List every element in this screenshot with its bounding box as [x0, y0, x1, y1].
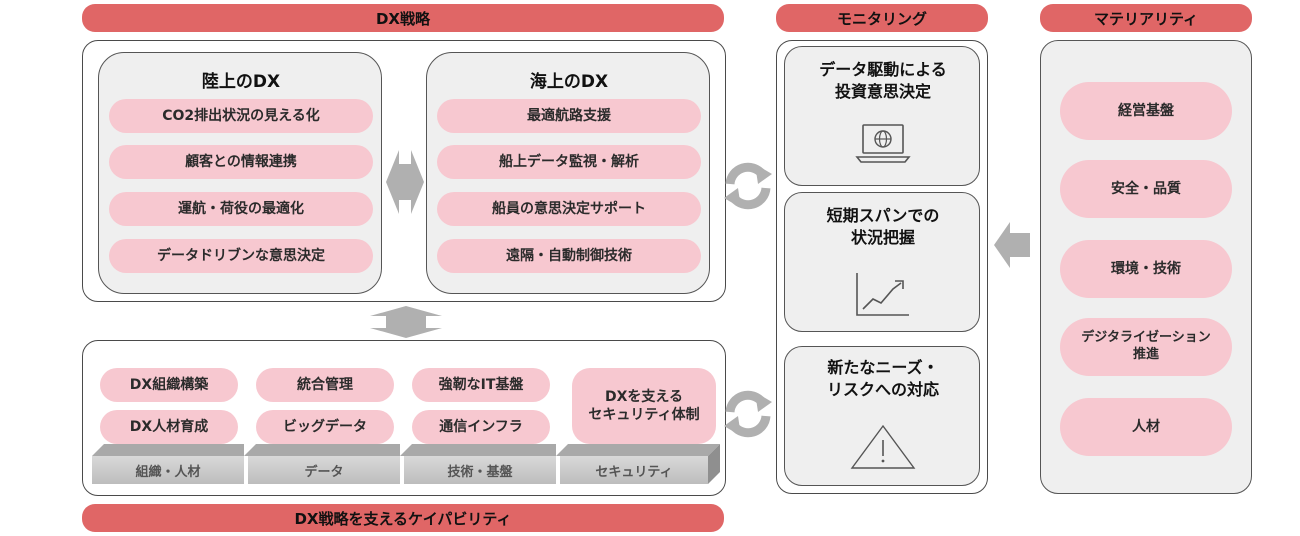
materiality-item: 人材	[1060, 398, 1232, 456]
materiality-line: 人材	[1132, 418, 1160, 435]
sea-dx-item: 船上データ監視・解析	[437, 145, 701, 179]
materiality-line: 環境・技術	[1111, 260, 1181, 277]
materiality-line: 推進	[1132, 347, 1159, 362]
sea-dx-panel: 海上のDX 最適航路支援 船上データ監視・解析 船員の意思決定サポート 遠隔・自…	[426, 52, 710, 294]
capability-security-item: DXを支える セキュリティ体制	[572, 368, 716, 444]
capability-tech-item: 強靭なIT基盤	[412, 368, 550, 402]
sea-dx-item: 遠隔・自動制御技術	[437, 239, 701, 273]
land-dx-panel: 陸上のDX CO2排出状況の見える化 顧客との情報連携 運航・荷役の最適化 デー…	[98, 52, 382, 294]
materiality-item: 安全・品質	[1060, 160, 1232, 218]
double-arrow-horizontal-icon	[386, 150, 424, 214]
capability-org-item: DX組織構築	[100, 368, 238, 402]
capability-data-item: 統合管理	[256, 368, 394, 402]
monitoring-line: 短期スパンでの	[826, 206, 940, 225]
monitoring-item-short-term: 短期スパンでの 状況把握	[784, 192, 980, 332]
materiality-line: 安全・品質	[1111, 180, 1181, 197]
sea-dx-item: 最適航路支援	[437, 99, 701, 133]
materiality-item: デジタライゼーション 推進	[1060, 318, 1232, 376]
refresh-cycle-icon	[724, 162, 772, 210]
base-label-security: セキュリティ	[595, 464, 673, 480]
arrow-left-icon	[994, 222, 1030, 268]
laptop-globe-icon	[855, 124, 911, 163]
land-dx-item: 運航・荷役の最適化	[109, 192, 373, 226]
dx-strategy-header: DX戦略	[82, 4, 724, 32]
capability-security-line1: DXを支える	[605, 388, 683, 405]
monitoring-line: 投資意思決定	[834, 82, 931, 102]
monitoring-line: リスクへの対応	[826, 380, 939, 400]
materiality-line: 経営基盤	[1118, 102, 1174, 119]
capability-base: 組織・人材 データ 技術・基盤 セキュリティ	[92, 444, 720, 484]
monitoring-item-risk: 新たなニーズ・ リスクへの対応	[784, 346, 980, 486]
base-label-data: データ	[304, 464, 344, 480]
capability-data-item: ビッグデータ	[256, 410, 394, 444]
line-chart-icon	[856, 273, 909, 316]
materiality-line: デジタライゼーション	[1081, 330, 1211, 346]
refresh-cycle-icon	[724, 390, 772, 438]
capability-security-line2: セキュリティ体制	[588, 407, 700, 423]
capability-footer: DX戦略を支えるケイパビリティ	[82, 504, 724, 532]
monitoring-line: 新たなニーズ・	[827, 358, 939, 377]
materiality-item: 経営基盤	[1060, 82, 1232, 140]
base-label-tech: 技術・基盤	[447, 464, 513, 480]
land-dx-item: CO2排出状況の見える化	[109, 99, 373, 133]
land-dx-item: データドリブンな意思決定	[109, 239, 373, 273]
land-dx-item: 顧客との情報連携	[109, 145, 373, 179]
sea-dx-title: 海上のDX	[529, 72, 609, 92]
monitoring-line: 状況把握	[850, 228, 915, 248]
sea-dx-item: 船員の意思決定サポート	[437, 192, 701, 226]
monitoring-item-investment: データ駆動による 投資意思決定	[784, 46, 980, 186]
materiality-item: 環境・技術	[1060, 240, 1232, 298]
monitoring-item-text: データ駆動による 投資意思決定	[785, 59, 981, 104]
capability-tech-item: 通信インフラ	[412, 410, 550, 444]
monitoring-line: データ駆動による	[819, 60, 947, 79]
materiality-header: マテリアリティ	[1040, 4, 1252, 32]
double-arrow-vertical-icon	[370, 306, 442, 338]
monitoring-header: モニタリング	[776, 4, 988, 32]
base-platform-shape	[92, 444, 720, 484]
land-dx-title: 陸上のDX	[201, 72, 281, 92]
monitoring-item-text: 新たなニーズ・ リスクへの対応	[785, 357, 981, 402]
capability-org-item: DX人材育成	[100, 410, 238, 444]
warning-icon	[850, 424, 916, 469]
monitoring-item-text: 短期スパンでの 状況把握	[785, 205, 981, 250]
base-label-org: 組織・人材	[135, 464, 201, 480]
